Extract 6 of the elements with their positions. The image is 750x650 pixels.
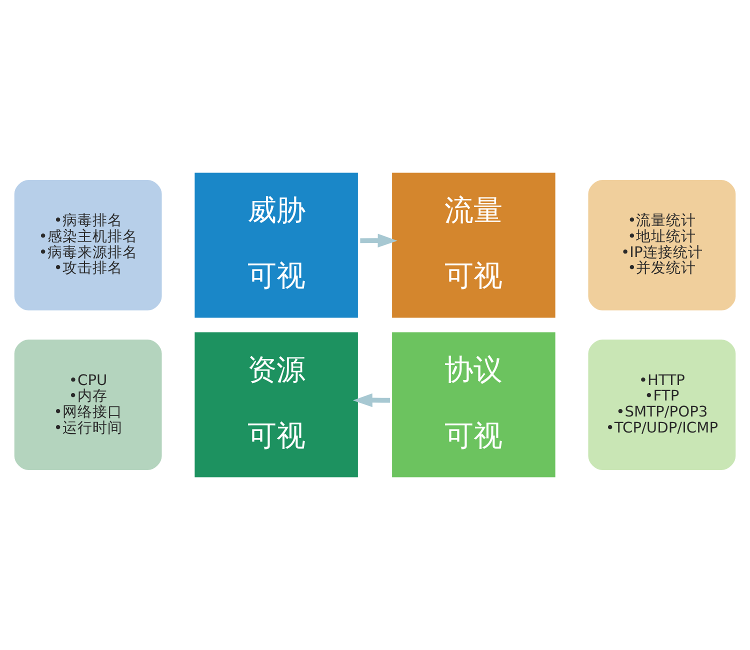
- node-box: •流量统计 •地址统计 •IP连接统计 •并发统计: [587, 178, 737, 312]
- arrow: [360, 234, 398, 248]
- arrow: [352, 393, 390, 408]
- node-box: •HTTP •FTP •SMTP/POP3 •TCP/UDP/ICMP: [587, 338, 737, 472]
- node-box: •CPU •内存 •网络接口 •运行时间: [13, 338, 163, 472]
- node-box: •病毒排名 •感染主机排名 •病毒来源排名 •攻击排名: [13, 178, 163, 312]
